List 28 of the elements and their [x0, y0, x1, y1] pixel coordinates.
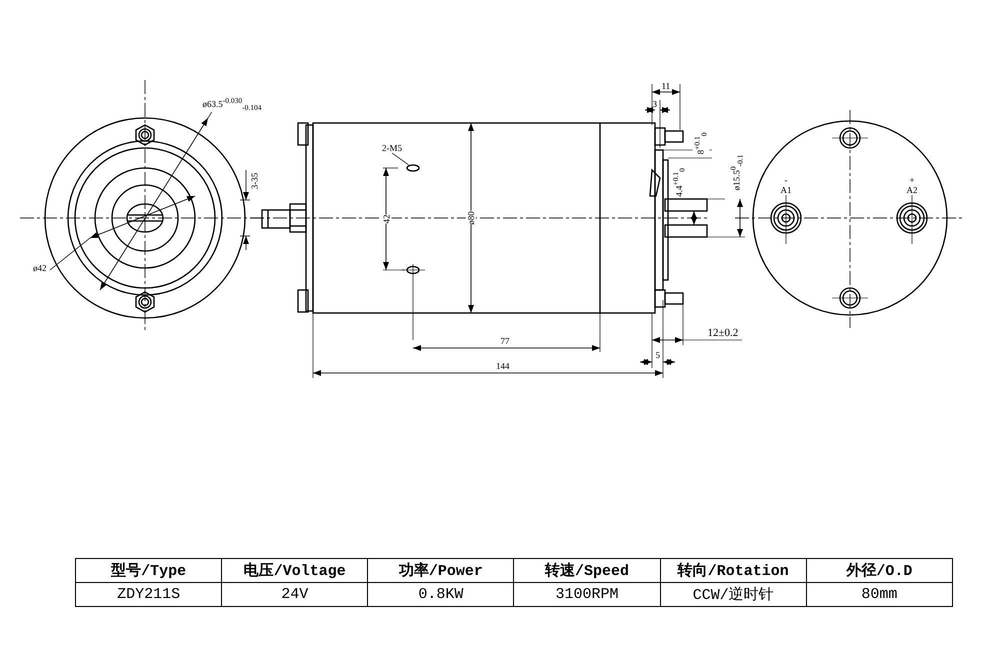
table-cell: 80mm: [806, 582, 952, 606]
leader-line: [392, 152, 409, 166]
dimension-label: 3: [652, 99, 657, 109]
polarity-sign: +: [910, 175, 915, 185]
dimension-label: 144: [496, 361, 510, 371]
table-cell: ZDY211S: [76, 582, 222, 606]
hole-symbol: [406, 164, 420, 172]
dimension-label: 11: [662, 81, 670, 91]
dimension-label: ø42: [33, 263, 46, 273]
header-cell: 型号/Type: [76, 558, 222, 582]
header-cell: 外径/O.D: [806, 558, 952, 582]
dimension-label: ø80: [466, 211, 476, 225]
header-cell: 转速/Speed: [514, 558, 660, 582]
dimension-label: 3-35: [248, 172, 259, 190]
dimension-label: 42: [381, 214, 391, 224]
dimension-label: 77: [500, 336, 510, 346]
table-cell: CCW/逆时针: [660, 582, 806, 606]
terminal-label: A1: [780, 185, 792, 195]
callout-label: 2-M5: [382, 143, 402, 153]
header-cell: 转向/Rotation: [660, 558, 806, 582]
table-cell: 3100RPM: [514, 582, 660, 606]
terminal-label: A2: [906, 185, 918, 195]
dimension-label: 12±0.2: [708, 328, 738, 338]
table-cell: 0.8KW: [368, 582, 514, 606]
dimension-label: 5: [656, 350, 660, 360]
table-cell: 24V: [222, 582, 368, 606]
header-cell: 电压/Voltage: [222, 558, 368, 582]
header-cell: 功率/Power: [368, 558, 514, 582]
